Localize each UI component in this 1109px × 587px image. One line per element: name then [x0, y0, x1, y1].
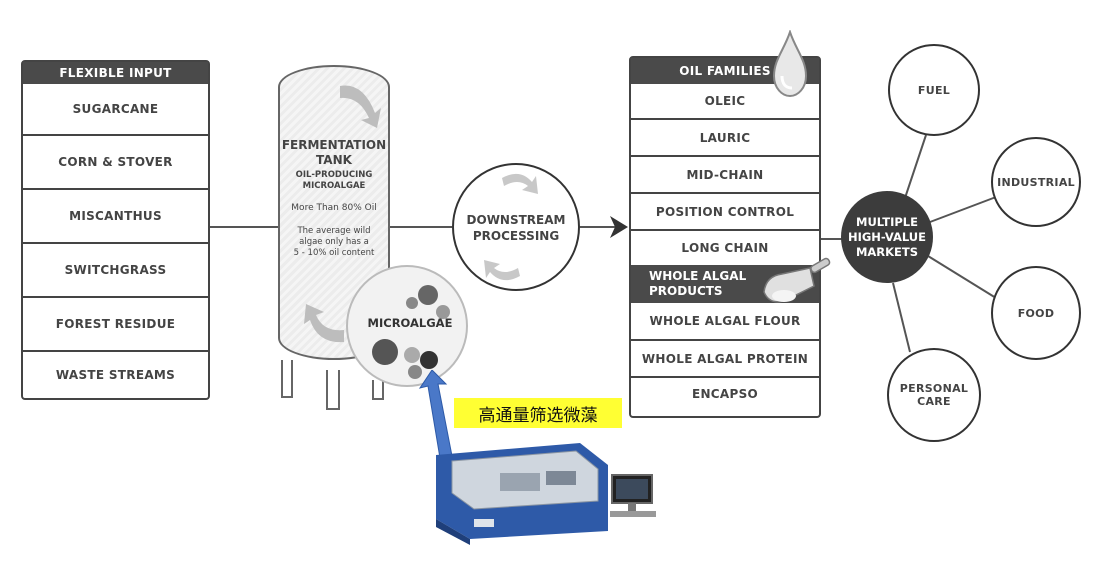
tank-leg-left: [281, 360, 293, 398]
processing-to-oil-line: [580, 226, 616, 228]
tank-leg-middle: [326, 370, 340, 410]
tank-title-2: TANK: [316, 153, 352, 167]
input-item-switchgrass: SWITCHGRASS: [23, 242, 208, 296]
tank-wild-line-2: algae only has a: [299, 237, 369, 247]
algae-cell: [420, 351, 438, 369]
oil-drop-icon: [772, 30, 808, 98]
input-item-forest-residue: FOREST RESIDUE: [23, 296, 208, 350]
tank-to-processing-line: [390, 226, 452, 228]
tank-leg-right: [372, 380, 384, 400]
oil-item-mid-chain: MID-CHAIN: [631, 155, 819, 192]
whole-algal-header-2: PRODUCTS: [649, 284, 723, 298]
screening-callout: 高通量筛选微藻: [454, 398, 622, 428]
oil-item-position-control: POSITION CONTROL: [631, 192, 819, 229]
algae-cell: [436, 305, 450, 319]
microalgae-label: MICROALGAE: [367, 316, 453, 330]
tank-wild-line-1: The average wild: [297, 226, 371, 236]
oil-item-oleic: OLEIC: [704, 94, 746, 108]
input-to-tank-line: [210, 226, 278, 228]
screening-instrument-icon: [436, 443, 656, 545]
processing-swirl-bottom-icon: [484, 260, 520, 281]
whole-item-protein: WHOLE ALGAL PROTEIN: [631, 339, 819, 376]
algae-cell: [418, 285, 438, 305]
algae-cell: [372, 339, 398, 365]
input-item-miscanthus: MISCANTHUS: [23, 188, 208, 242]
microalgae-magnifier: [346, 265, 468, 387]
market-fuel: FUEL: [888, 44, 980, 136]
whole-item-encapso: ENCAPSO: [631, 376, 819, 410]
market-food-label: FOOD: [1017, 306, 1055, 320]
hub-line-3: MARKETS: [855, 244, 919, 259]
hub-line-1: MULTIPLE: [856, 214, 918, 229]
input-item-sugarcane: SUGARCANE: [72, 102, 159, 116]
input-item-waste-streams: WASTE STREAMS: [23, 350, 208, 398]
oil-item-long-chain: LONG CHAIN: [631, 229, 819, 265]
market-industrial: INDUSTRIAL: [991, 137, 1081, 227]
scoop-icon: [763, 257, 831, 303]
tank-wild-line-3: 5 - 10% oil content: [293, 248, 375, 258]
processing-swirl-top-icon: [502, 173, 538, 194]
flexible-input-table: FLEXIBLE INPUT SUGARCANE CORN & STOVER M…: [21, 60, 210, 400]
tank-oil-note: More Than 80% Oil: [291, 203, 377, 213]
oil-families-table: OIL FAMILIES OLEIC LAURIC MID-CHAIN POSI…: [629, 56, 821, 418]
multiple-markets-hub: MULTIPLE HIGH-VALUE MARKETS: [841, 191, 933, 283]
whole-item-flour: WHOLE ALGAL FLOUR: [649, 314, 801, 328]
whole-algal-header-1: WHOLE ALGAL: [649, 269, 747, 283]
flexible-input-header: FLEXIBLE INPUT: [23, 62, 208, 84]
algae-cell: [404, 347, 420, 363]
processing-arrow-icon: [610, 216, 628, 238]
hub-line-2: HIGH-VALUE: [847, 229, 927, 244]
market-personal-label-1: PERSONAL: [899, 382, 969, 395]
processing-label-2: PROCESSING: [472, 229, 560, 243]
oil-to-hub-line: [820, 238, 842, 240]
algae-cell: [406, 297, 418, 309]
market-industrial-label: INDUSTRIAL: [997, 175, 1075, 189]
oil-item-lauric: LAURIC: [631, 118, 819, 155]
tank-return-arrow-icon: [304, 304, 344, 343]
market-personal-label-2: CARE: [917, 395, 951, 408]
market-fuel-label: FUEL: [917, 83, 951, 97]
tank-title-1: FERMENTATION: [281, 138, 387, 152]
tank-subtitle-2: MICROALGAE: [302, 181, 366, 191]
market-personal-care: PERSONAL CARE: [887, 348, 981, 442]
input-item-corn-stover: CORN & STOVER: [23, 134, 208, 188]
tank-subtitle-1: OIL-PRODUCING: [295, 170, 373, 180]
tank-swirl-arrow-icon: [340, 85, 381, 128]
algae-cell: [408, 365, 422, 379]
market-food: FOOD: [991, 266, 1081, 360]
processing-label-1: DOWNSTREAM: [466, 213, 566, 227]
